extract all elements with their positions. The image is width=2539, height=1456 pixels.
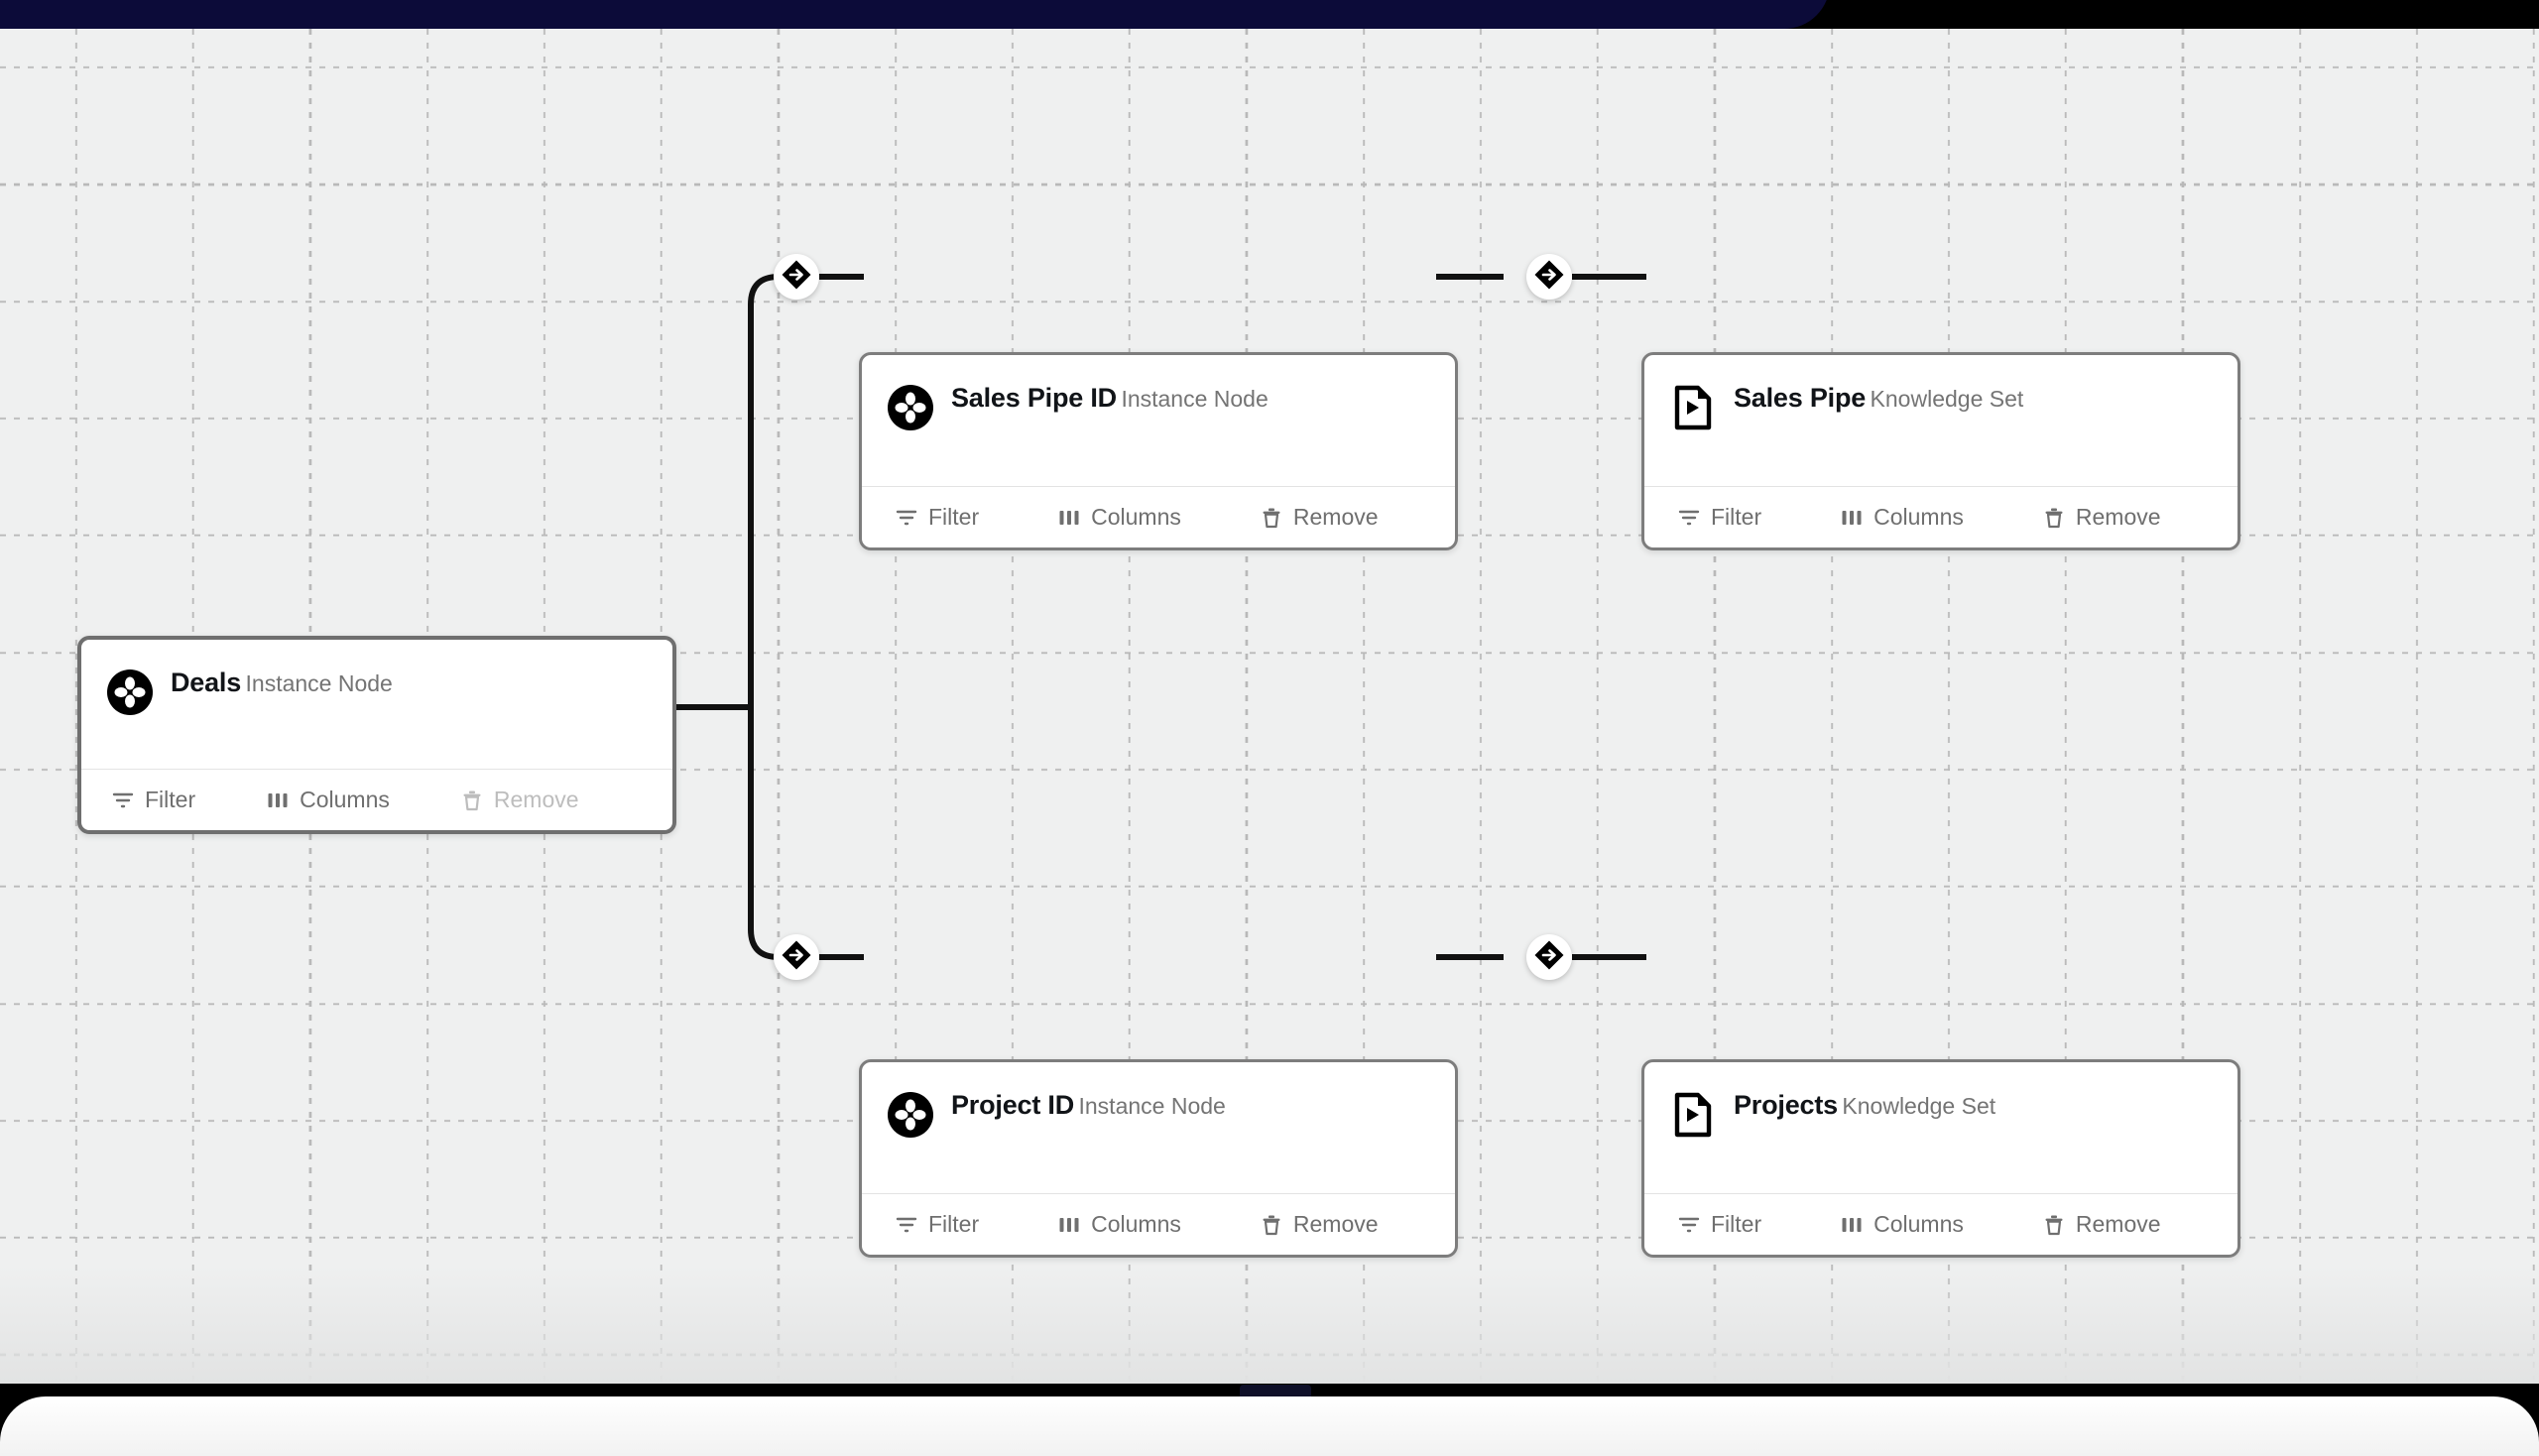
trash-icon bbox=[461, 789, 483, 811]
node-action-bar: Filter Columns bbox=[862, 1193, 1455, 1255]
node-title: Project ID bbox=[951, 1090, 1075, 1120]
remove-button[interactable]: Remove bbox=[2037, 1211, 2167, 1238]
bottom-sheet-panel bbox=[0, 1396, 2539, 1456]
filter-button[interactable]: Filter bbox=[890, 504, 985, 531]
connector-sales-pipe-id-to-sales-pipe[interactable] bbox=[1526, 254, 1572, 300]
filter-label: Filter bbox=[145, 787, 196, 812]
columns-icon bbox=[267, 789, 289, 811]
filter-button[interactable]: Filter bbox=[1672, 1211, 1767, 1238]
remove-button: Remove bbox=[455, 787, 585, 813]
node-projects[interactable]: Projects Knowledge Set Filter bbox=[1641, 1059, 2240, 1258]
remove-label: Remove bbox=[2075, 504, 2161, 530]
remove-button[interactable]: Remove bbox=[2037, 504, 2167, 531]
knowledge-set-icon bbox=[1670, 385, 1716, 430]
instance-node-icon bbox=[107, 669, 153, 715]
filter-button[interactable]: Filter bbox=[1672, 504, 1767, 531]
remove-label: Remove bbox=[1292, 1211, 1379, 1237]
node-sales-pipe-id[interactable]: Sales Pipe ID Instance Node Filter bbox=[859, 352, 1458, 550]
graph-canvas[interactable]: Deals Instance Node Filter bbox=[0, 29, 2539, 1384]
knowledge-set-icon bbox=[1670, 1092, 1716, 1138]
columns-icon bbox=[1841, 1214, 1863, 1236]
columns-button[interactable]: Columns bbox=[1052, 504, 1187, 531]
trash-icon bbox=[2043, 1214, 2065, 1236]
node-subtitle: Knowledge Set bbox=[1870, 386, 2024, 412]
filter-label: Filter bbox=[928, 504, 980, 530]
node-project-id-header: Project ID Instance Node bbox=[862, 1062, 1455, 1138]
trash-icon bbox=[1261, 1214, 1282, 1236]
columns-label: Columns bbox=[300, 787, 390, 812]
node-action-bar: Filter Columns bbox=[1644, 1193, 2237, 1255]
node-title: Projects bbox=[1734, 1090, 1838, 1120]
filter-icon bbox=[1678, 1214, 1700, 1236]
columns-button[interactable]: Columns bbox=[1835, 1211, 1970, 1238]
remove-button[interactable]: Remove bbox=[1255, 1211, 1385, 1238]
app-header-navy-bar bbox=[0, 0, 1830, 29]
node-sales-pipe[interactable]: Sales Pipe Knowledge Set Filter bbox=[1641, 352, 2240, 550]
filter-icon bbox=[896, 1214, 917, 1236]
instance-node-icon bbox=[888, 1092, 933, 1138]
arrow-diamond-icon bbox=[780, 258, 813, 297]
arrow-diamond-icon bbox=[1532, 258, 1566, 297]
remove-button[interactable]: Remove bbox=[1255, 504, 1385, 531]
node-sales-pipe-header: Sales Pipe Knowledge Set bbox=[1644, 355, 2237, 430]
node-subtitle: Instance Node bbox=[1121, 386, 1269, 412]
connector-deals-to-project-id[interactable] bbox=[774, 934, 819, 980]
node-action-bar: Filter Columns bbox=[81, 769, 672, 830]
columns-icon bbox=[1058, 1214, 1080, 1236]
remove-label: Remove bbox=[1292, 504, 1379, 530]
arrow-diamond-icon bbox=[1532, 938, 1566, 977]
columns-button[interactable]: Columns bbox=[261, 787, 396, 813]
node-projects-header: Projects Knowledge Set bbox=[1644, 1062, 2237, 1138]
node-action-bar: Filter Columns bbox=[862, 486, 1455, 547]
node-sales-pipe-id-header: Sales Pipe ID Instance Node bbox=[862, 355, 1455, 430]
node-deals[interactable]: Deals Instance Node Filter bbox=[77, 636, 676, 834]
columns-label: Columns bbox=[1874, 1211, 1964, 1237]
trash-icon bbox=[1261, 507, 1282, 529]
node-subtitle: Knowledge Set bbox=[1842, 1093, 1996, 1119]
columns-label: Columns bbox=[1091, 504, 1181, 530]
node-action-bar: Filter Columns bbox=[1644, 486, 2237, 547]
columns-label: Columns bbox=[1091, 1211, 1181, 1237]
edge-connections bbox=[676, 274, 1646, 960]
node-project-id[interactable]: Project ID Instance Node Filter bbox=[859, 1059, 1458, 1258]
columns-button[interactable]: Columns bbox=[1835, 504, 1970, 531]
filter-label: Filter bbox=[1711, 1211, 1762, 1237]
node-subtitle: Instance Node bbox=[1078, 1093, 1226, 1119]
columns-icon bbox=[1841, 507, 1863, 529]
node-title: Sales Pipe bbox=[1734, 383, 1867, 413]
remove-label: Remove bbox=[493, 787, 579, 812]
connector-project-id-to-projects[interactable] bbox=[1526, 934, 1572, 980]
instance-node-icon bbox=[888, 385, 933, 430]
remove-label: Remove bbox=[2075, 1211, 2161, 1237]
node-deals-header: Deals Instance Node bbox=[81, 640, 672, 715]
arrow-diamond-icon bbox=[780, 938, 813, 977]
top-chrome-bar bbox=[0, 0, 2539, 29]
filter-label: Filter bbox=[1711, 504, 1762, 530]
columns-label: Columns bbox=[1874, 504, 1964, 530]
filter-label: Filter bbox=[928, 1211, 980, 1237]
filter-icon bbox=[112, 789, 134, 811]
node-subtitle: Instance Node bbox=[245, 670, 393, 696]
filter-icon bbox=[1678, 507, 1700, 529]
columns-icon bbox=[1058, 507, 1080, 529]
node-title: Deals bbox=[171, 667, 242, 697]
filter-button[interactable]: Filter bbox=[106, 787, 201, 813]
connector-deals-to-sales-pipe-id[interactable] bbox=[774, 254, 819, 300]
trash-icon bbox=[2043, 507, 2065, 529]
filter-icon bbox=[896, 507, 917, 529]
filter-button[interactable]: Filter bbox=[890, 1211, 985, 1238]
columns-button[interactable]: Columns bbox=[1052, 1211, 1187, 1238]
node-title: Sales Pipe ID bbox=[951, 383, 1117, 413]
